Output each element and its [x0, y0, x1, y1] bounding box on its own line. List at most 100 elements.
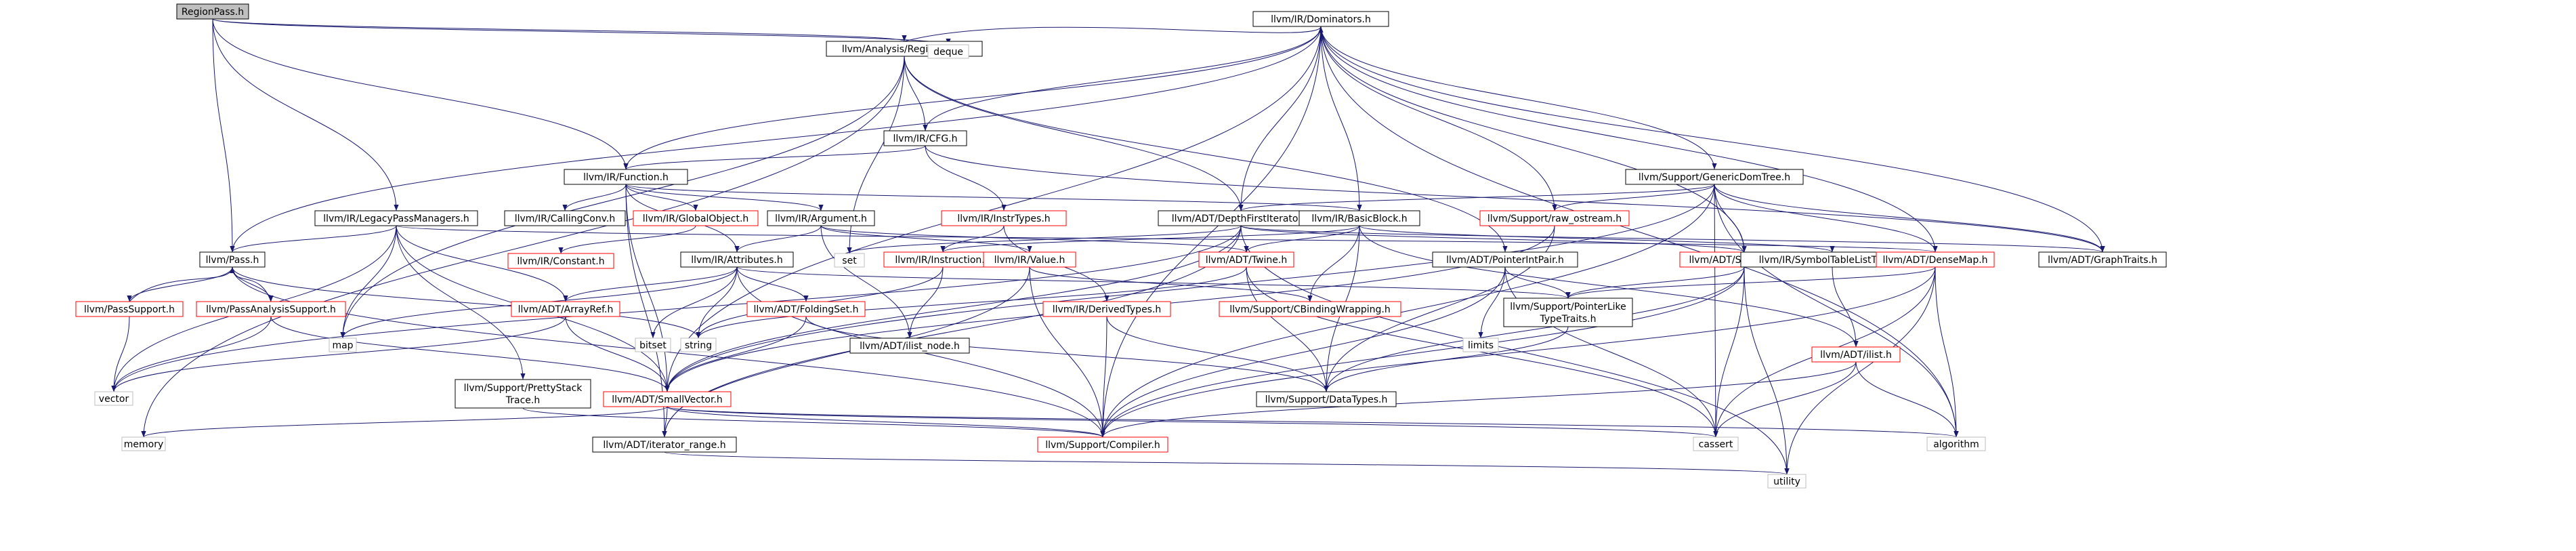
- node-label-densemap: llvm/ADT/DenseMap.h: [1882, 255, 1987, 266]
- edge-derivedtypes-to-compiler: [1100, 316, 1107, 438]
- node-datatypes[interactable]: llvm/Support/DataTypes.h: [1256, 391, 1397, 407]
- edge-legacypm-to-arrayref: [396, 225, 568, 302]
- edge-regioninfo-to-cfg: [904, 56, 928, 131]
- node-label-datatypes: llvm/Support/DataTypes.h: [1265, 394, 1388, 405]
- node-label-globalobject: llvm/IR/GlobalObject.h: [643, 213, 749, 224]
- node-label-prettystack: Trace.h: [505, 395, 540, 406]
- node-twine[interactable]: llvm/ADT/Twine.h: [1198, 251, 1294, 268]
- node-box-callingconv: [504, 210, 626, 226]
- edge-genericdomtree-to-smallptrset: [1714, 184, 1747, 253]
- node-value[interactable]: llvm/IR/Value.h: [983, 251, 1076, 268]
- node-memory: memory: [121, 436, 166, 451]
- edge-basicblock-to-ilist: [1359, 225, 1859, 348]
- node-callingconv[interactable]: llvm/IR/CallingConv.h: [504, 210, 626, 226]
- edge-smallvector-to-memory: [141, 406, 668, 438]
- node-box-ilist: [1811, 346, 1901, 363]
- edge-regioninfo-to-dfiterator: [904, 56, 1244, 211]
- node-label-smallvector: llvm/ADT/SmallVector.h: [612, 394, 723, 405]
- edge-derivedtypes-to-datatypes: [1106, 316, 1329, 392]
- edge-argument-to-twine: [820, 225, 1249, 253]
- node-label-attributes: llvm/IR/Attributes.h: [691, 255, 782, 266]
- edge-genericdomtree-to-compiler: [1100, 184, 1715, 438]
- node-ilist[interactable]: llvm/ADT/ilist.h: [1811, 346, 1901, 363]
- node-map: map: [329, 338, 357, 352]
- edge-foldingset-to-smallvector: [664, 316, 807, 392]
- node-smallvector[interactable]: llvm/ADT/SmallVector.h: [603, 391, 732, 407]
- node-arrayref[interactable]: llvm/ADT/ArrayRef.h: [511, 301, 620, 317]
- node-pointerintpair[interactable]: llvm/ADT/PointerIntPair.h: [1432, 251, 1578, 268]
- edge-smallvector-to-iteratorrange: [662, 406, 668, 438]
- node-attributes[interactable]: llvm/IR/Attributes.h: [680, 251, 794, 268]
- edge-regioninfo-to-pointerintpair: [904, 56, 1508, 253]
- node-box-map: [329, 338, 357, 352]
- node-function[interactable]: llvm/IR/Function.h: [564, 169, 688, 185]
- node-label-argument: llvm/IR/Argument.h: [775, 213, 867, 224]
- node-box-pointerliketypetraits: [1503, 298, 1633, 327]
- node-label-compiler: llvm/Support/Compiler.h: [1045, 440, 1160, 451]
- edge-pointerintpair-to-limits: [1478, 266, 1506, 339]
- edge-globalobject-to-constant: [558, 225, 696, 254]
- node-instrtypes[interactable]: llvm/IR/InstrTypes.h: [941, 210, 1067, 226]
- node-box-bitset: [635, 338, 671, 352]
- node-passsupport[interactable]: llvm/PassSupport.h: [75, 301, 184, 317]
- node-constant[interactable]: llvm/IR/Constant.h: [507, 253, 614, 269]
- node-label-cassert: cassert: [1699, 439, 1733, 450]
- node-box-derivedtypes: [1042, 301, 1171, 317]
- node-label-callingconv: llvm/IR/CallingConv.h: [515, 213, 616, 224]
- node-rawostream[interactable]: llvm/Support/raw_ostream.h: [1479, 210, 1630, 226]
- node-passanalysis[interactable]: llvm/PassAnalysisSupport.h: [196, 301, 346, 317]
- node-box-datatypes: [1256, 391, 1397, 407]
- edge-smallptrset-to-datatypes: [1324, 266, 1745, 392]
- node-ilistnode[interactable]: llvm/ADT/ilist_node.h: [849, 338, 970, 354]
- edge-dfiterator-to-vector: [111, 225, 1242, 392]
- node-instruction[interactable]: llvm/IR/Instruction.h: [883, 251, 1002, 268]
- node-genericdomtree[interactable]: llvm/Support/GenericDomTree.h: [1625, 169, 1804, 185]
- edge-attributes-to-string: [696, 266, 738, 339]
- node-label-set: set: [842, 256, 857, 266]
- edge-densemap-to-compiler: [1100, 266, 1936, 438]
- edge-ilist-to-compiler: [1100, 361, 1857, 438]
- node-dominators[interactable]: llvm/IR/Dominators.h: [1252, 11, 1389, 27]
- node-label-twine: llvm/ADT/Twine.h: [1206, 255, 1287, 266]
- node-dfiterator[interactable]: llvm/ADT/DepthFirstIterator.h: [1158, 210, 1324, 226]
- edge-value-to-cbinding: [1029, 266, 1313, 302]
- edge-argument-to-ilistnode: [820, 225, 912, 339]
- node-label-ilist: llvm/ADT/ilist.h: [1820, 350, 1892, 361]
- edge-dominators-to-graphtraits: [1320, 26, 2105, 253]
- edge-regionpass-to-function: [212, 18, 629, 170]
- node-box-smallvector: [603, 391, 732, 407]
- node-cbinding[interactable]: llvm/Support/CBindingWrapping.h: [1219, 301, 1401, 317]
- node-label-dfiterator: llvm/ADT/DepthFirstIterator.h: [1172, 213, 1311, 224]
- node-compiler[interactable]: llvm/Support/Compiler.h: [1037, 436, 1168, 453]
- node-iteratorrange[interactable]: llvm/ADT/iterator_range.h: [592, 436, 737, 453]
- node-pass[interactable]: llvm/Pass.h: [199, 251, 266, 268]
- node-legacypm[interactable]: llvm/IR/LegacyPassManagers.h: [314, 210, 478, 226]
- node-label-graphtraits: llvm/ADT/GraphTraits.h: [2048, 255, 2157, 266]
- edge-attributes-to-foldingset: [736, 266, 809, 302]
- node-box-basicblock: [1298, 210, 1420, 226]
- edge-passsupport-to-vector: [111, 316, 130, 392]
- node-globalobject[interactable]: llvm/IR/GlobalObject.h: [633, 210, 759, 226]
- node-label-pass: llvm/Pass.h: [206, 255, 259, 266]
- node-argument[interactable]: llvm/IR/Argument.h: [767, 210, 875, 226]
- edge-dominators-to-rawostream: [1320, 26, 1557, 211]
- node-basicblock[interactable]: llvm/IR/BasicBlock.h: [1298, 210, 1420, 226]
- node-box-pass: [199, 251, 266, 268]
- edge-passanalysis-to-vector: [111, 316, 272, 392]
- node-cfg[interactable]: llvm/IR/CFG.h: [883, 130, 967, 146]
- node-graphtraits[interactable]: llvm/ADT/GraphTraits.h: [2038, 251, 2167, 268]
- node-box-globalobject: [633, 210, 759, 226]
- edge-cfg-to-function: [623, 145, 926, 170]
- node-label-dominators: llvm/IR/Dominators.h: [1271, 14, 1371, 25]
- edge-regionpass-to-regioninfo: [212, 18, 907, 42]
- node-derivedtypes[interactable]: llvm/IR/DerivedTypes.h: [1042, 301, 1171, 317]
- edge-basicblock-to-symboltable: [1359, 225, 1835, 253]
- edge-dominators-to-basicblock: [1320, 26, 1362, 211]
- node-foldingset[interactable]: llvm/ADT/FoldingSet.h: [746, 301, 866, 317]
- node-box-rawostream: [1479, 210, 1630, 226]
- edge-value-to-compiler: [1029, 266, 1105, 438]
- edge-genericdomtree-to-graphtraits: [1714, 184, 2105, 253]
- node-densemap[interactable]: llvm/ADT/DenseMap.h: [1876, 251, 1995, 268]
